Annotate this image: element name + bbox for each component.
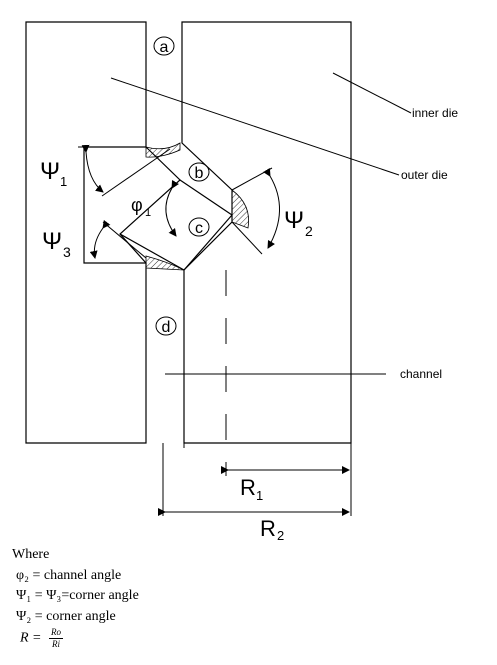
point-a-circle [153, 36, 175, 56]
psi2-symbol: Ψ [284, 207, 304, 234]
channel-wall-mid [183, 214, 233, 271]
phi1-subscript: 1 [145, 207, 151, 219]
channel-wall-lower [119, 233, 185, 271]
corner-hatch-3 [145, 255, 185, 271]
legend-corner-angle-1-3: Ψ₁ = Ψ₃=corner angle [16, 588, 139, 603]
psi2-arc [263, 167, 280, 249]
corner-hatch-1 [145, 142, 181, 158]
channel-wall-left [119, 146, 181, 264]
legend-ratio-equation: R = Ro Ri [12, 627, 312, 650]
psi1-symbol: Ψ [40, 158, 60, 185]
legend-where: Where [12, 547, 50, 562]
point-d-label: d [162, 319, 171, 336]
psi3-arc [89, 219, 111, 259]
inner-die-leader [332, 72, 412, 114]
psi1-arc [81, 144, 104, 193]
outer-die-label: outer die [401, 168, 448, 182]
outer-die-block [25, 21, 147, 444]
legend: Where φ₂ = channel angle Ψ₁ = Ψ₃=corner … [12, 545, 312, 650]
psi3-subscript: 3 [63, 244, 71, 260]
channel-label: channel [400, 367, 442, 381]
ratio-fraction: Ro Ri [49, 627, 63, 650]
point-a-label: a [160, 39, 169, 56]
legend-corner-angle-2: Ψ₂ = corner angle [16, 608, 116, 624]
legend-channel-angle: φ₂ = channel angle [16, 567, 122, 583]
r2-subscript: 2 [277, 528, 284, 540]
psi3-symbol: Ψ [42, 228, 62, 255]
point-c-circle [188, 217, 210, 237]
point-d-circle [155, 316, 177, 336]
point-c-label: c [195, 220, 203, 237]
psi2-ext-top [231, 167, 273, 191]
r2-symbol: R [260, 516, 276, 540]
ratio-denominator: Ri [52, 639, 60, 649]
psi3-ext-diag [102, 221, 147, 259]
psi1-ext-diag [101, 148, 171, 197]
point-b-circle [188, 162, 210, 182]
psi2-ext-bottom [231, 221, 263, 255]
r1-symbol: R [240, 475, 256, 500]
inner-die-label: inner die [412, 106, 458, 120]
point-b-label: b [195, 165, 204, 182]
phi1-symbol: φ [131, 195, 143, 215]
corner-hatch-2 [231, 189, 250, 229]
psi1-subscript: 1 [60, 174, 67, 189]
outer-die-leader [110, 77, 400, 176]
ratio-numerator: Ro [49, 627, 63, 639]
r1-subscript: 1 [256, 488, 263, 503]
channel-wall-upper [179, 179, 233, 216]
phi1-arc [165, 179, 179, 237]
ecap-die-diagram: a b c d inner die outer die channel Ψ 1 … [25, 21, 458, 540]
ratio-lhs: R = [20, 630, 42, 646]
psi2-subscript: 2 [305, 223, 313, 239]
